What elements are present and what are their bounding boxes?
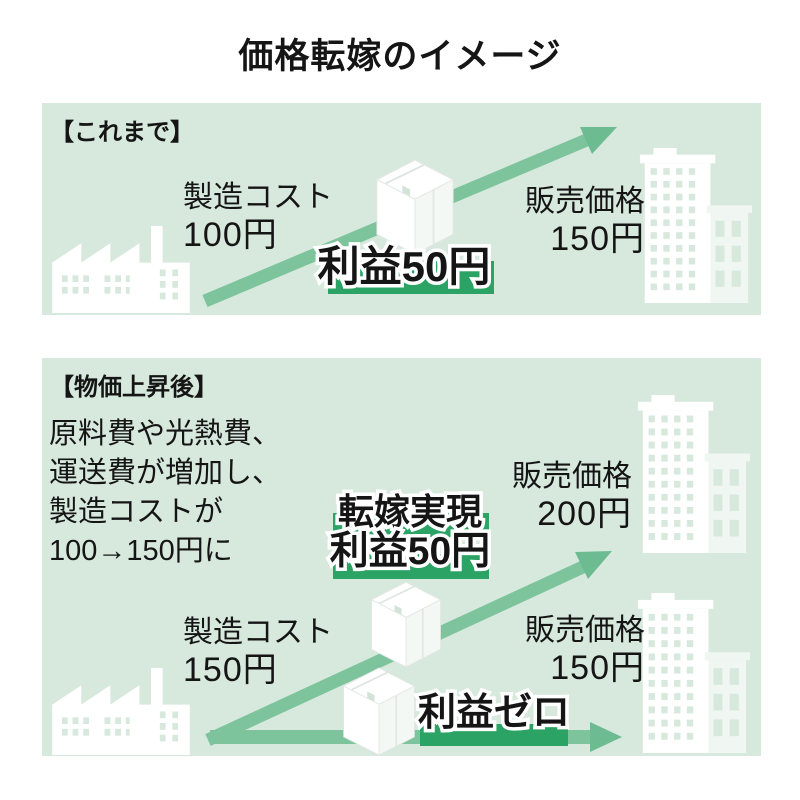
- price-value: 150円: [550, 649, 645, 687]
- cost-value: 150円: [183, 651, 278, 689]
- price-value: 150円: [550, 220, 645, 258]
- price-label: 販売価格: [525, 185, 645, 218]
- cost-block-after: 製造コスト 150円: [183, 614, 333, 689]
- cost-label: 製造コスト: [183, 181, 333, 214]
- price-label: 販売価格: [512, 460, 632, 493]
- note-line: 運送費が増加し、: [49, 457, 282, 489]
- cardboard-box-icon: [342, 667, 416, 756]
- office-building-icon: [637, 593, 750, 753]
- pass-label-line1: 転嫁実現: [322, 492, 498, 532]
- cost-increase-note: 原料費や光熱費、 運送費が増加し、 製造コストが 100→150円に: [49, 415, 281, 571]
- cardboard-box-icon: [375, 159, 455, 255]
- price-value: 200円: [537, 495, 632, 533]
- cost-value: 100円: [183, 216, 278, 254]
- price-block-before: 販売価格 150円: [445, 183, 645, 258]
- cardboard-box-icon: [370, 581, 442, 668]
- zero-profit-label: 利益ゼロ: [412, 692, 576, 735]
- note-line: 100→150円に: [49, 535, 233, 567]
- panel-after: 【物価上昇後】 原料費や光熱費、 運送費が増加し、 製造コストが 100→150…: [42, 358, 761, 756]
- office-building-icon: [639, 148, 752, 303]
- pass-label-line2: 利益50円: [322, 530, 498, 574]
- cost-label: 製造コスト: [183, 616, 333, 649]
- office-building-icon: [637, 395, 750, 553]
- factory-icon: [52, 667, 190, 755]
- profit-label: 利益50円: [292, 243, 516, 290]
- page-title: 価格転嫁のイメージ: [238, 37, 562, 76]
- price-block-up: 販売価格 200円: [432, 458, 632, 533]
- note-line: 原料費や光熱費、: [49, 418, 282, 450]
- factory-icon: [52, 225, 190, 313]
- note-line: 製造コストが: [49, 496, 224, 528]
- panel-after-label: 【物価上昇後】: [50, 374, 218, 401]
- panel-before: 【これまで】: [42, 103, 761, 315]
- panel-before-label: 【これまで】: [50, 119, 194, 146]
- cost-block-before: 製造コスト 100円: [183, 179, 333, 254]
- price-label: 販売価格: [525, 614, 645, 647]
- price-block-flat: 販売価格 150円: [445, 612, 645, 687]
